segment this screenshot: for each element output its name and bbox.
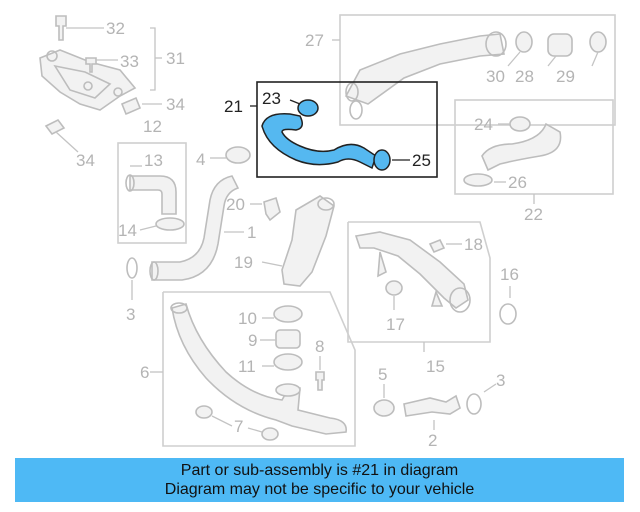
clamp-29 (589, 31, 607, 53)
coupler-9 (275, 329, 301, 349)
callout-24: 24 (474, 115, 493, 134)
clamp-11 (273, 353, 303, 371)
bracket-assembly (39, 15, 142, 136)
callout-3b: 3 (496, 371, 505, 390)
group-box-15 (347, 221, 491, 343)
callout-8: 8 (315, 337, 324, 356)
callout-23: 23 (262, 89, 281, 108)
callout-13: 13 (144, 151, 163, 170)
hose-2 (403, 394, 461, 417)
callout-11: 11 (238, 357, 256, 376)
clamp-10 (273, 305, 303, 323)
callout-22: 22 (524, 205, 543, 224)
banner-line-2: Diagram may not be specific to your vehi… (164, 481, 475, 498)
callout-31: 31 (166, 49, 185, 68)
clamp-5 (373, 399, 395, 417)
callout-27: 27 (305, 31, 324, 50)
callout-18: 18 (464, 235, 483, 254)
o-ring-3-right (466, 393, 482, 415)
bolt-8 (315, 371, 325, 391)
callout-25: 25 (412, 151, 431, 170)
hose-22 (463, 116, 562, 187)
info-banner: Part or sub-assembly is #21 in diagram D… (15, 458, 624, 502)
grommet-7a (195, 405, 213, 419)
callout-29: 29 (556, 67, 575, 86)
callout-17: 17 (386, 315, 405, 334)
group-box-12 (117, 142, 187, 244)
callout-20: 20 (226, 195, 245, 214)
clamp-4 (225, 146, 251, 164)
callout-34b: 34 (76, 151, 95, 170)
callout-4: 4 (196, 150, 205, 169)
o-ring-16 (499, 303, 517, 325)
o-ring-3-left (126, 257, 138, 279)
callout-12: 12 (143, 117, 162, 136)
pipe-6 (170, 302, 347, 435)
callout-10: 10 (238, 309, 257, 328)
clamp-25 (373, 149, 391, 171)
callout-5: 5 (378, 365, 387, 384)
callout-28: 28 (515, 67, 534, 86)
clamp-23 (297, 99, 319, 117)
callout-9: 9 (248, 331, 257, 350)
intercooler-pipe-27 (344, 31, 507, 120)
callout-14: 14 (118, 221, 137, 240)
callout-19: 19 (234, 253, 253, 272)
callout-16: 16 (500, 265, 519, 284)
callout-21: 21 (224, 97, 243, 116)
callout-26: 26 (508, 173, 527, 192)
group-box-27 (339, 14, 616, 126)
callout-34a: 34 (166, 95, 185, 114)
intercooler-hose-21[interactable] (261, 99, 391, 171)
callout-15: 15 (426, 357, 445, 376)
pipe-15 (354, 231, 471, 313)
callout-6: 6 (140, 363, 149, 382)
clip-20 (263, 196, 281, 222)
callout-2: 2 (428, 431, 437, 450)
bolt-18 (428, 238, 446, 254)
grommet-17 (385, 280, 403, 296)
callout-32: 32 (106, 19, 125, 38)
hose-elbow-13 (125, 174, 185, 231)
duct-19 (281, 195, 335, 287)
banner-line-1: Part or sub-assembly is #21 in diagram (180, 462, 459, 479)
callout-1: 1 (247, 223, 256, 242)
clamp-30 (515, 31, 533, 53)
intake-pipe-1 (149, 175, 240, 281)
callout-3a: 3 (126, 305, 135, 324)
callout-7: 7 (234, 417, 243, 436)
callout-30: 30 (486, 67, 505, 86)
group-box-6 (162, 291, 356, 447)
callout-33: 33 (120, 52, 139, 71)
hose-28 (547, 33, 573, 57)
grommet-7b (261, 427, 279, 441)
group-box-21 (256, 81, 438, 178)
